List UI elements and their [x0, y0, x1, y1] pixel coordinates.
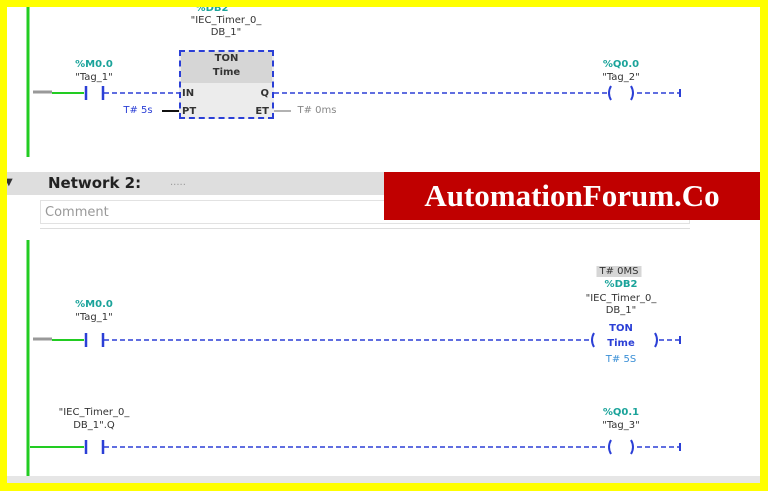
timer-type: TON: [214, 53, 239, 64]
horizontal-scrollbar[interactable]: [7, 476, 760, 483]
coil-tag[interactable]: "Tag_3": [602, 420, 640, 431]
timer-db-name-line1: "IEC_Timer_0_: [190, 15, 262, 26]
ton-timer-block[interactable]: TON Time IN Q PT ET: [179, 50, 274, 119]
ladder-editor: %DB2 "IEC_Timer_0_ DB_1" %M0.0 "Tag_1" T…: [7, 7, 760, 483]
timer-coil-db-name-line1[interactable]: "IEC_Timer_0_: [585, 293, 657, 304]
contact-address[interactable]: %M0.0: [75, 59, 113, 70]
contact-tag-line1[interactable]: "IEC_Timer_0_: [58, 407, 130, 418]
pt-value[interactable]: T# 5s: [123, 105, 153, 116]
pin-q: Q: [260, 88, 269, 99]
timer-coil-unit[interactable]: Time: [607, 338, 635, 349]
coils: [591, 85, 681, 455]
coil-n1: [608, 85, 634, 101]
et-value: T# 0ms: [297, 105, 337, 116]
contact-tag[interactable]: "Tag_1": [75, 312, 113, 323]
network-title-field[interactable]: .....: [170, 177, 186, 188]
coil-timer-n2: [591, 332, 658, 348]
timer-coil-db-address[interactable]: %DB2: [604, 279, 638, 290]
contacts: [84, 86, 105, 454]
contact-tag-line2[interactable]: DB_1".Q: [73, 420, 115, 431]
pin-pt: PT: [182, 106, 197, 117]
coil-tag[interactable]: "Tag_2": [602, 72, 640, 83]
coil-address[interactable]: %Q0.0: [602, 59, 640, 70]
timer-elapsed: T# 0MS: [596, 266, 642, 278]
timer-coil-type: TON: [609, 323, 633, 334]
ladder-wiring: [26, 7, 681, 479]
contact-address[interactable]: %M0.0: [75, 299, 113, 310]
coil-address[interactable]: %Q0.1: [602, 407, 640, 418]
pin-in: IN: [182, 88, 195, 99]
pin-et: ET: [255, 106, 269, 117]
coil-n2r2: [608, 439, 634, 455]
watermark-banner: AutomationForum.Co: [384, 172, 760, 220]
timer-unit[interactable]: Time: [212, 67, 241, 78]
collapse-icon[interactable]: ▼: [7, 177, 13, 188]
timer-db-name-line2: DB_1": [210, 27, 242, 38]
timer-coil-db-name-line2[interactable]: DB_1": [605, 305, 637, 316]
timer-db-address: %DB2: [195, 7, 229, 14]
contact-tag[interactable]: "Tag_1": [75, 72, 113, 83]
network-title: Network 2:: [48, 174, 142, 192]
timer-coil-preset[interactable]: T# 5S: [605, 354, 637, 365]
